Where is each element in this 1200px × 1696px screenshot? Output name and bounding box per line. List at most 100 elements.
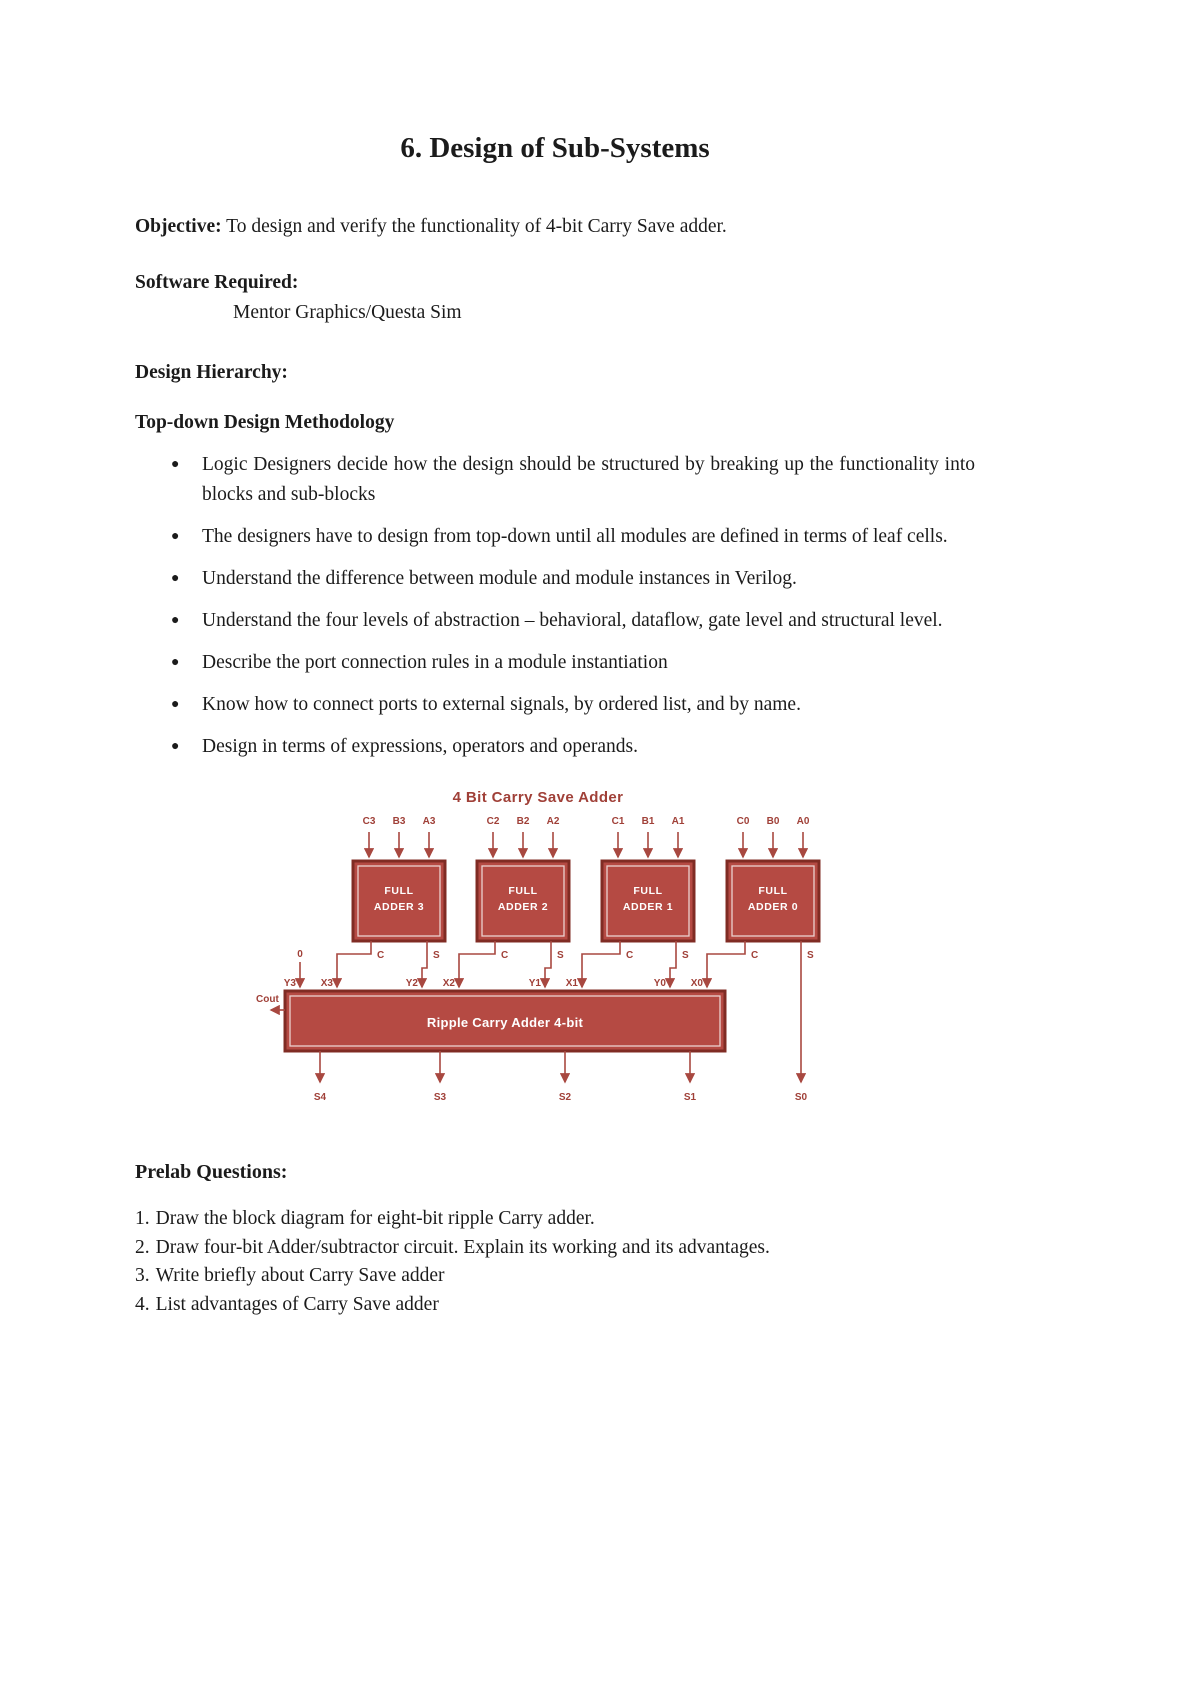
objective-line: Objective: To design and verify the func… (135, 212, 975, 242)
input-label: C1 (612, 816, 625, 827)
rca-port-label: X1 (566, 978, 579, 989)
input-label: C3 (363, 816, 376, 827)
output-label: S1 (684, 1092, 697, 1103)
full-adder-label: FULL (758, 885, 787, 897)
bullet-item: Describe the port connection rules in a … (135, 648, 975, 678)
input-label: A0 (797, 816, 810, 827)
carry-wire (331, 941, 372, 989)
rca-port-label: X2 (443, 978, 456, 989)
rca-label: Ripple Carry Adder 4-bit (427, 1015, 584, 1030)
question-number: 2. (135, 1236, 150, 1258)
full-adder-box-inner (481, 865, 565, 937)
full-adder-box (600, 859, 696, 943)
carry-out: Cout (256, 994, 285, 1016)
software-required-value: Mentor Graphics/Questa Sim (233, 302, 462, 323)
input-label: C2 (487, 816, 500, 827)
question-text: Draw four-bit Adder/subtractor circuit. … (155, 1236, 770, 1258)
rca-port-label: Y0 (654, 978, 667, 989)
full-adder-1: C1 B1 A1 FULL ADDER 1 C S (576, 816, 696, 989)
carry-label: C (501, 950, 508, 961)
full-adder-0: C0 B0 A0 FULL ADDER 0 C S (701, 816, 821, 1084)
carry-wire (701, 941, 746, 989)
question-text: Write briefly about Carry Save adder (155, 1265, 445, 1286)
prelab-question-list: 1.Draw the block diagram for eight-bit r… (135, 1205, 975, 1319)
question-number: 1. (135, 1208, 150, 1229)
bullet-text: Understand the difference between module… (202, 568, 797, 589)
bullet-item: Logic Designers decide how the design sh… (135, 450, 975, 510)
carry-wire (453, 941, 496, 989)
rca-port-label: X0 (691, 978, 704, 989)
full-adder-box-inner (606, 865, 690, 937)
question-number: 4. (135, 1293, 150, 1315)
rca-port-label: X3 (321, 978, 334, 989)
full-adder-2: C2 B2 A2 FULL ADDER 2 C S (453, 816, 571, 989)
methodology-heading: Top-down Design Methodology (135, 412, 395, 433)
input-label: B3 (393, 816, 406, 827)
full-adder-box-inner (357, 865, 441, 937)
objective-label: Objective: (135, 216, 222, 237)
design-hierarchy-label: Design Hierarchy: (135, 362, 288, 383)
carry-save-adder-diagram: 4 Bit Carry Save Adder C3 B3 A3 FULL ADD… (255, 786, 855, 1121)
ripple-carry-adder: Ripple Carry Adder 4-bit (283, 989, 727, 1053)
bullet-text: The designers have to design from top-do… (202, 526, 948, 547)
input-label: A3 (423, 816, 436, 827)
input-label: B0 (767, 816, 780, 827)
methodology-bullet-list: Logic Designers decide how the design sh… (135, 450, 975, 762)
full-adder-box (475, 859, 571, 943)
zero-label: 0 (297, 949, 303, 960)
bullet-text: Know how to connect ports to external si… (202, 694, 801, 715)
output-label: S4 (314, 1092, 327, 1103)
bullet-item: Design in terms of expressions, operator… (135, 732, 975, 762)
sum-label: S (682, 950, 689, 961)
bullet-text: Describe the port connection rules in a … (202, 652, 668, 673)
full-adder-label: ADDER 3 (374, 901, 424, 913)
question-item: 4.List advantages of Carry Save adder (135, 1291, 975, 1320)
prelab-heading: Prelab Questions: (135, 1161, 288, 1183)
sum-label: S (557, 950, 564, 961)
full-adder-label: ADDER 1 (623, 901, 673, 913)
full-adder-box (351, 859, 447, 943)
sum-label: S (433, 950, 440, 961)
output-label: S2 (559, 1092, 572, 1103)
input-label: A2 (547, 816, 560, 827)
cout-label: Cout (256, 994, 279, 1005)
rca-box (283, 989, 727, 1053)
full-adder-label: FULL (633, 885, 662, 897)
sum-wire (416, 941, 428, 989)
bullet-text: Logic Designers decide how the design sh… (202, 454, 975, 505)
rca-port-label: Y2 (406, 978, 419, 989)
sum-outputs: S4 S3 S2 S1 S0 (314, 1051, 808, 1103)
full-adder-3: C3 B3 A3 FULL ADDER 3 C S (331, 816, 447, 989)
input-label: A1 (672, 816, 685, 827)
input-label: C0 (737, 816, 750, 827)
question-item: 1.Draw the block diagram for eight-bit r… (135, 1205, 975, 1234)
diagram-title: 4 Bit Carry Save Adder (453, 789, 624, 806)
full-adder-box (725, 859, 821, 943)
rca-box-inner (289, 995, 721, 1047)
sum-label: S (807, 950, 814, 961)
carry-save-adder-figure: 4 Bit Carry Save Adder C3 B3 A3 FULL ADD… (256, 789, 821, 1103)
rca-port-label: Y1 (529, 978, 542, 989)
question-item: 2.Draw four-bit Adder/subtractor circuit… (135, 1234, 975, 1263)
input-label: B1 (642, 816, 655, 827)
zero-input: 0 (294, 949, 306, 989)
sum-wire (664, 941, 677, 989)
bullet-item: The designers have to design from top-do… (135, 522, 975, 552)
question-text: Draw the block diagram for eight-bit rip… (155, 1208, 595, 1229)
full-adder-box-inner (731, 865, 815, 937)
question-text: List advantages of Carry Save adder (155, 1293, 439, 1315)
bullet-text: Understand the four levels of abstractio… (202, 610, 943, 631)
full-adder-label: FULL (508, 885, 537, 897)
page-title: 6. Design of Sub-Systems (400, 132, 710, 164)
bullet-item: Understand the four levels of abstractio… (135, 606, 975, 636)
full-adder-label: ADDER 0 (748, 901, 798, 913)
question-number: 3. (135, 1265, 150, 1286)
full-adder-label: FULL (384, 885, 413, 897)
software-required-label: Software Required: (135, 272, 299, 293)
rca-port-label: Y3 (284, 978, 297, 989)
rca-port-labels: Y3 X3 Y2 X2 Y1 X1 Y0 X0 (284, 978, 704, 989)
bullet-item: Understand the difference between module… (135, 564, 975, 594)
sum-wire (539, 941, 552, 989)
output-label: S0 (795, 1092, 808, 1103)
